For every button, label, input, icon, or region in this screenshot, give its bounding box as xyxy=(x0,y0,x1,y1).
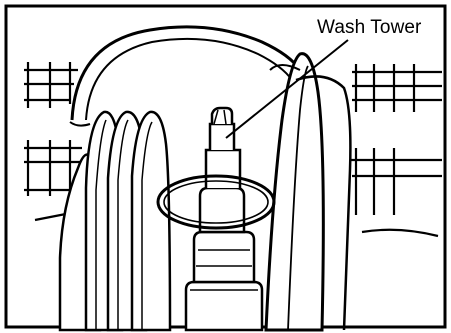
wash-tower xyxy=(186,108,262,330)
wash-tower-callout-label: Wash Tower xyxy=(317,17,421,39)
upright-plates xyxy=(60,112,170,330)
rack-wires-right xyxy=(350,64,442,236)
